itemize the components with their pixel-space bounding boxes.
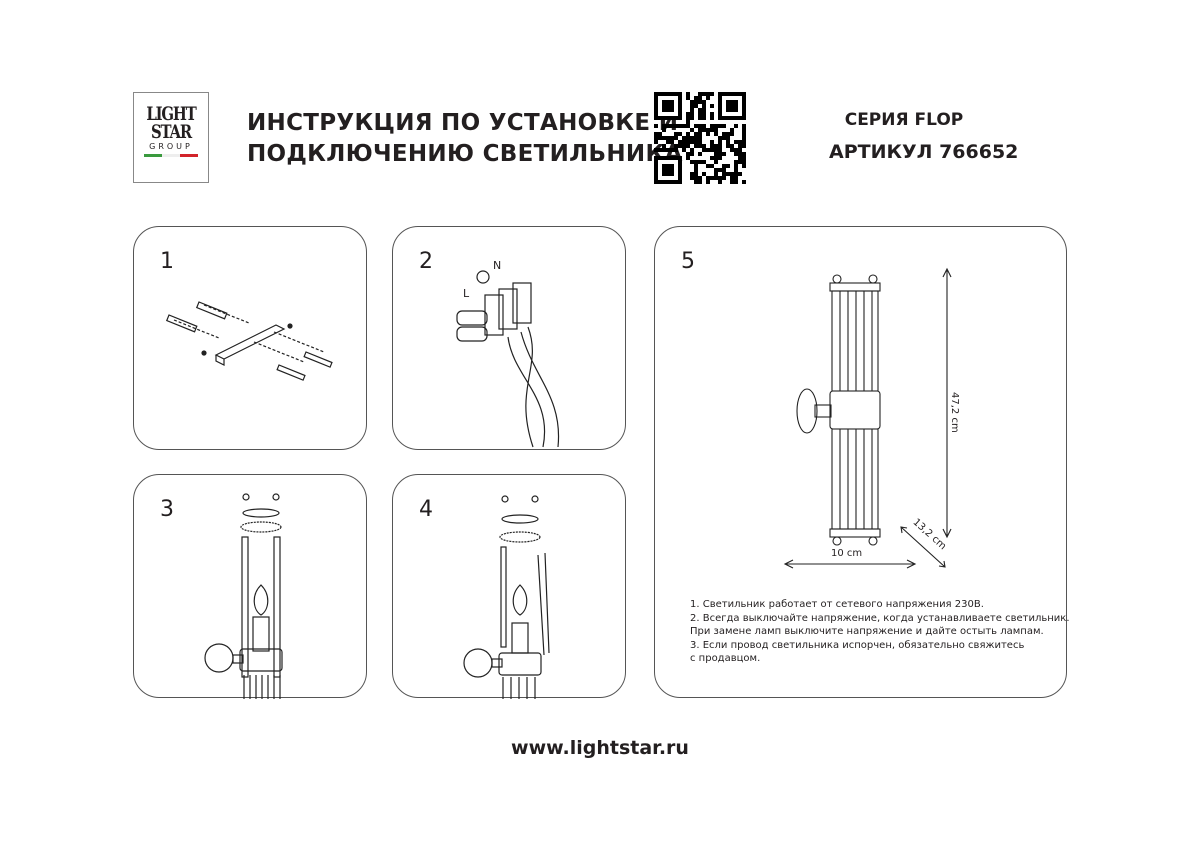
website-link[interactable]: www.lightstar.ru bbox=[511, 737, 689, 759]
width-dimension: 10 cm bbox=[831, 548, 863, 559]
ground-icon bbox=[476, 270, 490, 284]
neutral-label: N bbox=[493, 259, 502, 272]
glass-rods-installation-illustration bbox=[463, 495, 550, 699]
safety-notes: 1. Светильник работает от сетевого напря… bbox=[690, 598, 1070, 666]
mounting-bracket-screws-illustration bbox=[165, 301, 333, 381]
title-line1: ИНСТРУКЦИЯ ПО УСТАНОВКЕ И bbox=[247, 110, 679, 136]
logo-line3: GROUP bbox=[149, 142, 193, 151]
step-number: 2 bbox=[419, 249, 433, 274]
dimensions-illustration bbox=[783, 267, 952, 569]
step-3-panel: 3 bbox=[133, 474, 367, 699]
lightstar-logo: LIGHT STAR GROUP bbox=[133, 92, 209, 183]
step-5-panel: 5 47,2 cm 10 cm 13,2 cm bbox=[654, 226, 1067, 698]
lamp-replacement-illustration bbox=[204, 493, 283, 699]
step-number: 1 bbox=[160, 249, 174, 274]
logo-line1: LIGHT bbox=[146, 103, 196, 125]
title-line2: ПОДКЛЮЧЕНИЮ СВЕТИЛЬНИКА bbox=[247, 141, 683, 167]
note-line: 3. Если провод светильника испорчен, обя… bbox=[690, 639, 1025, 651]
step-number: 3 bbox=[160, 497, 174, 522]
series-label: СЕРИЯ FLOP bbox=[844, 110, 964, 130]
qr-code bbox=[654, 92, 746, 184]
logo-line2: STAR bbox=[150, 121, 192, 143]
note-line: При замене ламп выключите напряжение и д… bbox=[690, 626, 1044, 637]
step-4-panel: 4 bbox=[392, 474, 626, 699]
note-line: 2. Всегда выключайте напряжение, когда у… bbox=[690, 612, 1070, 624]
step-number: 5 bbox=[681, 249, 695, 274]
terminal-block-wiring-illustration bbox=[456, 270, 560, 448]
note-line: с продавцом. bbox=[690, 653, 761, 664]
step-1-panel: 1 bbox=[133, 226, 367, 450]
note-line: 1. Светильник работает от сетевого напря… bbox=[690, 599, 984, 610]
step-number: 4 bbox=[419, 497, 433, 522]
live-label: L bbox=[463, 287, 470, 300]
italian-flag-stripe bbox=[144, 154, 198, 157]
article-number: АРТИКУЛ 766652 bbox=[829, 141, 1019, 163]
step-2-panel: 2 L N bbox=[392, 226, 626, 450]
page-title: ИНСТРУКЦИЯ ПО УСТАНОВКЕ И ПОДКЛЮЧЕНИЮ СВЕ… bbox=[247, 108, 683, 170]
height-dimension: 47,2 cm bbox=[949, 392, 960, 433]
